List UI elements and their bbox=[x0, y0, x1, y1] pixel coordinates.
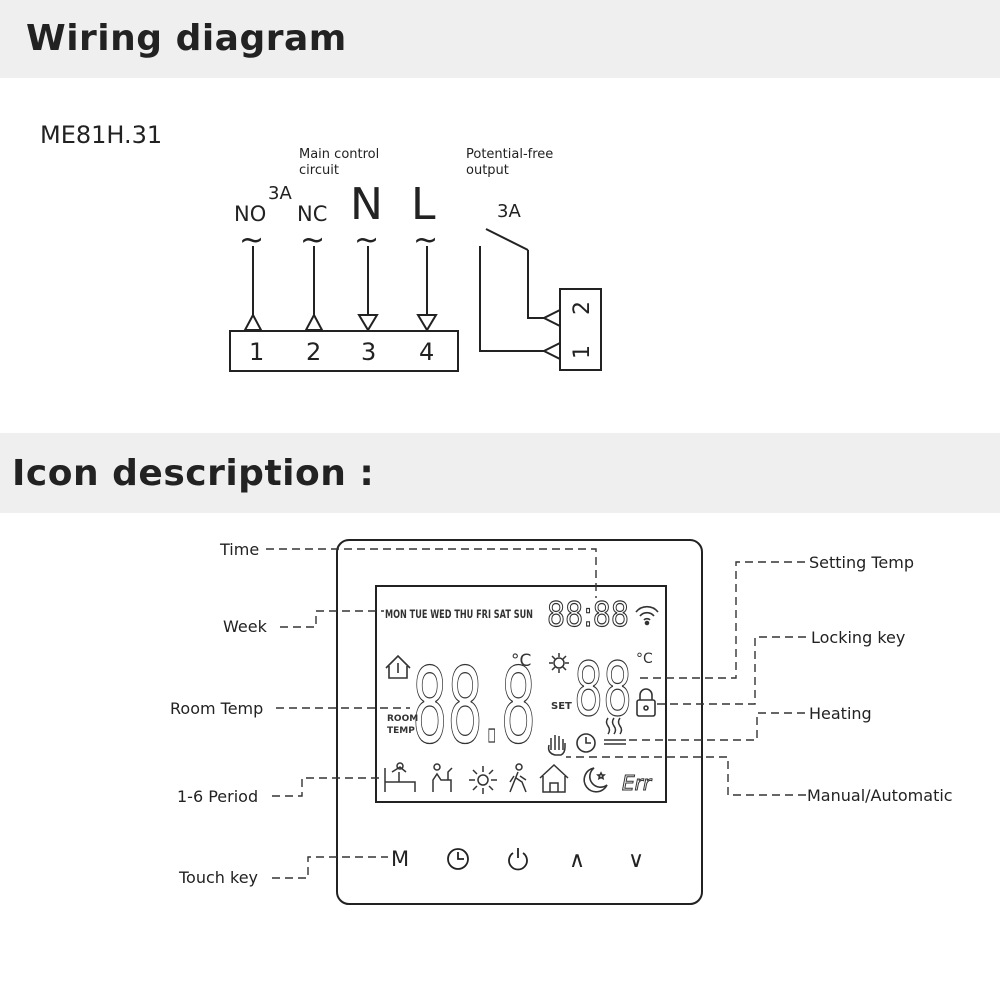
mode-key[interactable]: M bbox=[391, 847, 409, 871]
period-home-icon bbox=[539, 763, 569, 793]
label-week: Week bbox=[223, 617, 267, 636]
period-sun-icon bbox=[469, 766, 497, 794]
output-wire-bottom bbox=[479, 246, 544, 352]
leader-heating bbox=[626, 712, 805, 741]
tilde-3: ~ bbox=[354, 223, 379, 258]
room-label-1: ROOM bbox=[387, 714, 418, 724]
up-key[interactable]: ∧ bbox=[569, 848, 585, 873]
period-walk-icon bbox=[509, 763, 527, 793]
period-leave-icon bbox=[432, 763, 453, 792]
output-terminal-1: 1 bbox=[570, 345, 595, 359]
set-label: SET bbox=[551, 701, 572, 712]
setting-celsius: °C bbox=[636, 651, 653, 667]
wifi-icon bbox=[635, 605, 659, 626]
lcd-screen bbox=[375, 585, 667, 803]
arrow-down-4 bbox=[416, 314, 438, 332]
icon-section-header: Icon description : bbox=[0, 433, 1000, 513]
potential-free-label-1: Potential-free bbox=[466, 147, 553, 162]
leader-touch-key bbox=[272, 856, 388, 879]
leader-manual-auto bbox=[566, 756, 806, 796]
period-night-icon bbox=[583, 767, 608, 793]
label-locking-key: Locking key bbox=[811, 628, 906, 647]
down-key[interactable]: ∨ bbox=[628, 848, 644, 873]
power-key[interactable] bbox=[508, 848, 528, 871]
output-wire-top bbox=[527, 250, 544, 319]
room-label-2: TEMP bbox=[387, 726, 415, 736]
tilde-2: ~ bbox=[300, 223, 325, 258]
thermostat-panel bbox=[336, 539, 703, 905]
leader-setting-temp bbox=[636, 561, 805, 679]
terminal-name-l: L bbox=[411, 179, 436, 230]
output-terminal-block bbox=[559, 288, 602, 371]
model-number: ME81H.31 bbox=[40, 121, 162, 149]
label-touch-key: Touch key bbox=[179, 868, 259, 887]
tilde-1: ~ bbox=[239, 223, 264, 258]
output-arrow-1 bbox=[541, 341, 561, 361]
terminal-name-nc: NC bbox=[297, 202, 327, 226]
home-thermometer-icon bbox=[385, 654, 411, 679]
room-temp-digits: 88.8 bbox=[412, 645, 536, 767]
sun-icon bbox=[549, 653, 569, 673]
arrow-down-3 bbox=[357, 314, 379, 332]
leader-period bbox=[272, 777, 380, 797]
wiring-diagram: ME81H.31 Main control circuit Potential-… bbox=[40, 121, 602, 372]
time-digits: 88:88 bbox=[547, 595, 629, 635]
leader-lines bbox=[266, 548, 806, 879]
terminal-number-1: 1 bbox=[249, 338, 264, 366]
label-period: 1-6 Period bbox=[177, 787, 259, 806]
clock-icon bbox=[576, 733, 596, 753]
lock-icon bbox=[636, 688, 656, 717]
leader-time bbox=[266, 548, 597, 598]
arrow-up-2 bbox=[304, 312, 324, 331]
heating-icon bbox=[604, 717, 626, 745]
timer-key[interactable] bbox=[447, 848, 469, 870]
leader-locking-key bbox=[656, 636, 806, 705]
output-rating: 3A bbox=[497, 201, 521, 222]
terminal-name-no: NO bbox=[234, 202, 266, 226]
terminal-number-3: 3 bbox=[361, 338, 376, 366]
potential-free-label-2: output bbox=[466, 163, 509, 178]
label-room-temp: Room Temp bbox=[170, 699, 264, 718]
period-wake-icon bbox=[384, 762, 416, 792]
terminal-number-4: 4 bbox=[419, 338, 434, 366]
leader-week bbox=[280, 610, 384, 628]
label-time: Time bbox=[220, 540, 260, 559]
error-indicator: Err bbox=[622, 771, 653, 795]
main-control-label-2: circuit bbox=[299, 163, 339, 178]
label-heating: Heating bbox=[809, 704, 872, 723]
wiring-section-header: Wiring diagram bbox=[0, 0, 1000, 78]
tilde-4: ~ bbox=[413, 223, 438, 258]
icon-section-title: Icon description : bbox=[12, 453, 375, 494]
terminal-number-2: 2 bbox=[306, 338, 321, 366]
label-manual-auto: Manual/Automatic bbox=[807, 786, 953, 805]
label-setting-temp: Setting Temp bbox=[809, 553, 915, 572]
output-terminal-2: 2 bbox=[570, 301, 595, 315]
terminal-name-n: N bbox=[350, 179, 383, 230]
relay-switch bbox=[485, 228, 529, 251]
terminal-block bbox=[229, 330, 459, 372]
setting-temp-digits: 88 bbox=[574, 647, 632, 733]
output-arrow-2 bbox=[541, 308, 561, 328]
main-rating: 3A bbox=[268, 183, 292, 204]
hand-icon bbox=[547, 735, 566, 756]
room-celsius: °C bbox=[511, 651, 531, 671]
arrow-up-1 bbox=[243, 312, 263, 331]
thermostat: MON TUE WED THU FRI SAT SUN 88:88 88.8 °… bbox=[336, 539, 703, 905]
main-control-label-1: Main control bbox=[299, 147, 379, 162]
week-days: MON TUE WED THU FRI SAT SUN bbox=[385, 607, 533, 621]
wiring-section-title: Wiring diagram bbox=[26, 18, 347, 59]
